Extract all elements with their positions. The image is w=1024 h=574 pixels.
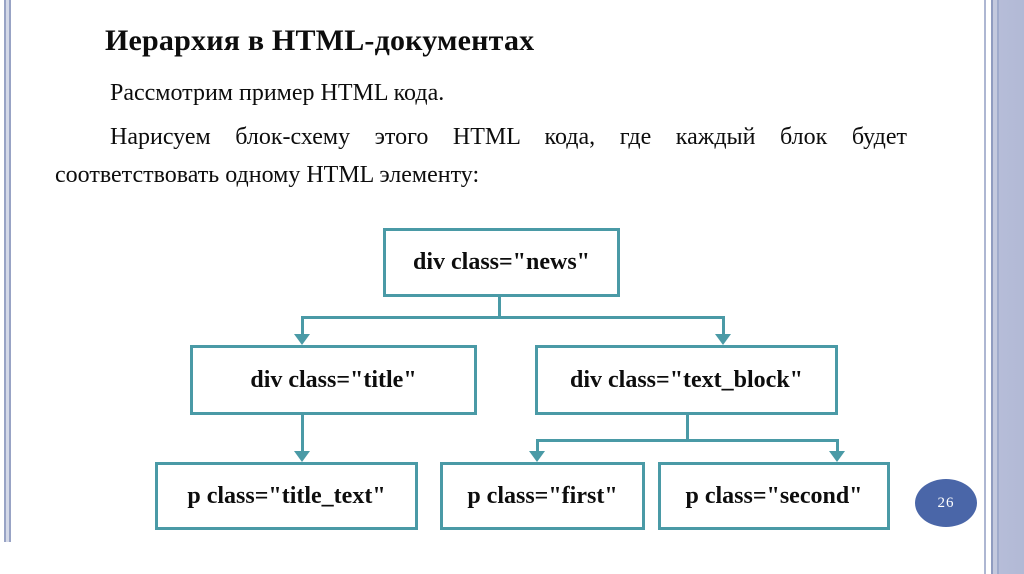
connector-news-to-title-drop bbox=[301, 316, 304, 336]
connector-text-block-to-first-drop bbox=[536, 439, 539, 453]
connector-news-to-text-block-drop bbox=[722, 316, 725, 336]
connector-title-to-title-text bbox=[301, 413, 304, 453]
arrow-down-icon bbox=[294, 451, 310, 462]
arrow-down-icon bbox=[829, 451, 845, 462]
connector-news-stem bbox=[498, 296, 501, 318]
body-text: Рассмотрим пример HTML кода. Нарисуем бл… bbox=[55, 74, 907, 194]
arrow-down-icon bbox=[529, 451, 545, 462]
arrow-down-icon bbox=[294, 334, 310, 345]
page-number: 26 bbox=[937, 494, 955, 511]
diagram-node-second: p class="second" bbox=[658, 462, 890, 530]
arrow-down-icon bbox=[715, 334, 731, 345]
connector-news-crossbar bbox=[301, 316, 725, 319]
diagram-node-text-block: div class="text_block" bbox=[535, 345, 838, 415]
connector-text-block-stem bbox=[686, 413, 689, 442]
diagram-node-title-text: p class="title_text" bbox=[155, 462, 418, 530]
diagram-node-first: p class="first" bbox=[440, 462, 645, 530]
left-stripe-decoration bbox=[4, 0, 11, 542]
connector-text-block-to-second-drop bbox=[836, 439, 839, 453]
paragraph-description: Нарисуем блок-схему этого HTML кода, где… bbox=[55, 124, 907, 188]
paragraph-intro: Рассмотрим пример HTML кода. bbox=[110, 80, 445, 106]
diagram-node-news: div class="news" bbox=[383, 228, 620, 297]
page-number-badge: 26 bbox=[915, 479, 977, 527]
connector-text-block-crossbar bbox=[536, 439, 839, 442]
diagram-node-title: div class="title" bbox=[190, 345, 477, 415]
slide-title: Иерархия в HTML-документах bbox=[105, 24, 535, 57]
right-stripe-decoration bbox=[982, 0, 1024, 574]
